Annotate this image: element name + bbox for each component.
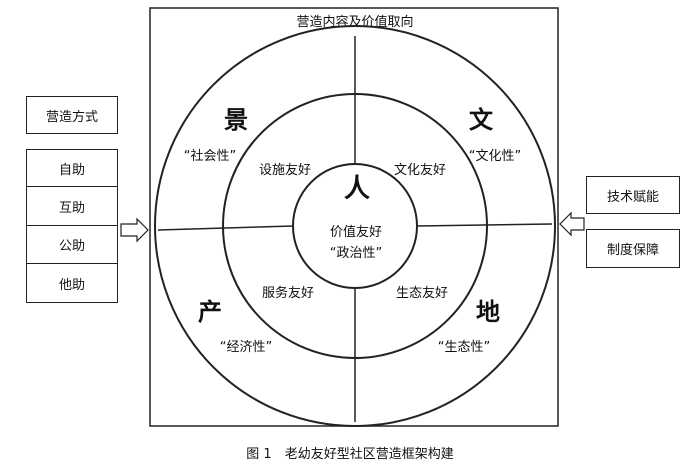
divider-right — [416, 223, 553, 227]
left-panel-header-label: 营造方式 — [45, 109, 98, 125]
right-item-system: 制度保障 — [586, 229, 680, 268]
quadrant-outer-label-social: “社会性” — [184, 148, 236, 164]
quadrant-glyph-wen: 文 — [469, 105, 494, 134]
frame-title: 营造内容及价值取向 — [296, 14, 413, 30]
figure-caption: 图 1 老幼友好型社区营造框架构建 — [246, 447, 454, 462]
right-item-label: 技术赋能 — [606, 189, 659, 205]
quadrant-outer-label-cultural: “文化性” — [469, 149, 521, 164]
left-panel-header: 营造方式 — [26, 96, 118, 134]
left-item-label: 互助 — [58, 200, 85, 216]
left-item-label: 公助 — [58, 239, 85, 254]
left-item-tazhu: 他助 — [26, 264, 118, 303]
quadrant-outer-label-economic: “经济性” — [220, 340, 272, 355]
left-item-zizhu: 自助 — [26, 149, 118, 187]
quadrant-inner-label-service: 服务友好 — [262, 285, 314, 301]
quadrant-glyph-di: 地 — [476, 297, 500, 326]
outer-circle — [154, 25, 556, 427]
divider-left — [157, 225, 294, 231]
quadrant-glyph-chan: 产 — [198, 297, 222, 326]
right-item-tech: 技术赋能 — [586, 176, 680, 214]
quadrant-outer-label-ecological: “生态性” — [438, 340, 490, 355]
quadrant-inner-label-ecology: 生态友好 — [396, 285, 448, 301]
center-line2: “政治性” — [330, 246, 382, 261]
left-arrow-icon — [120, 217, 149, 243]
quadrant-inner-label-facility: 设施友好 — [259, 162, 311, 178]
right-arrow-icon — [559, 211, 585, 237]
quadrant-inner-label-culture: 文化友好 — [394, 162, 446, 178]
center-line1: 价值友好 — [330, 224, 382, 240]
center-glyph: 人 — [344, 174, 370, 204]
left-item-label: 他助 — [58, 277, 85, 293]
right-item-label: 制度保障 — [606, 243, 659, 258]
left-item-label: 自助 — [58, 162, 85, 178]
left-item-huzhu: 互助 — [26, 187, 118, 226]
quadrant-glyph-jing: 景 — [224, 105, 248, 134]
left-item-gongzhu: 公助 — [26, 226, 118, 264]
